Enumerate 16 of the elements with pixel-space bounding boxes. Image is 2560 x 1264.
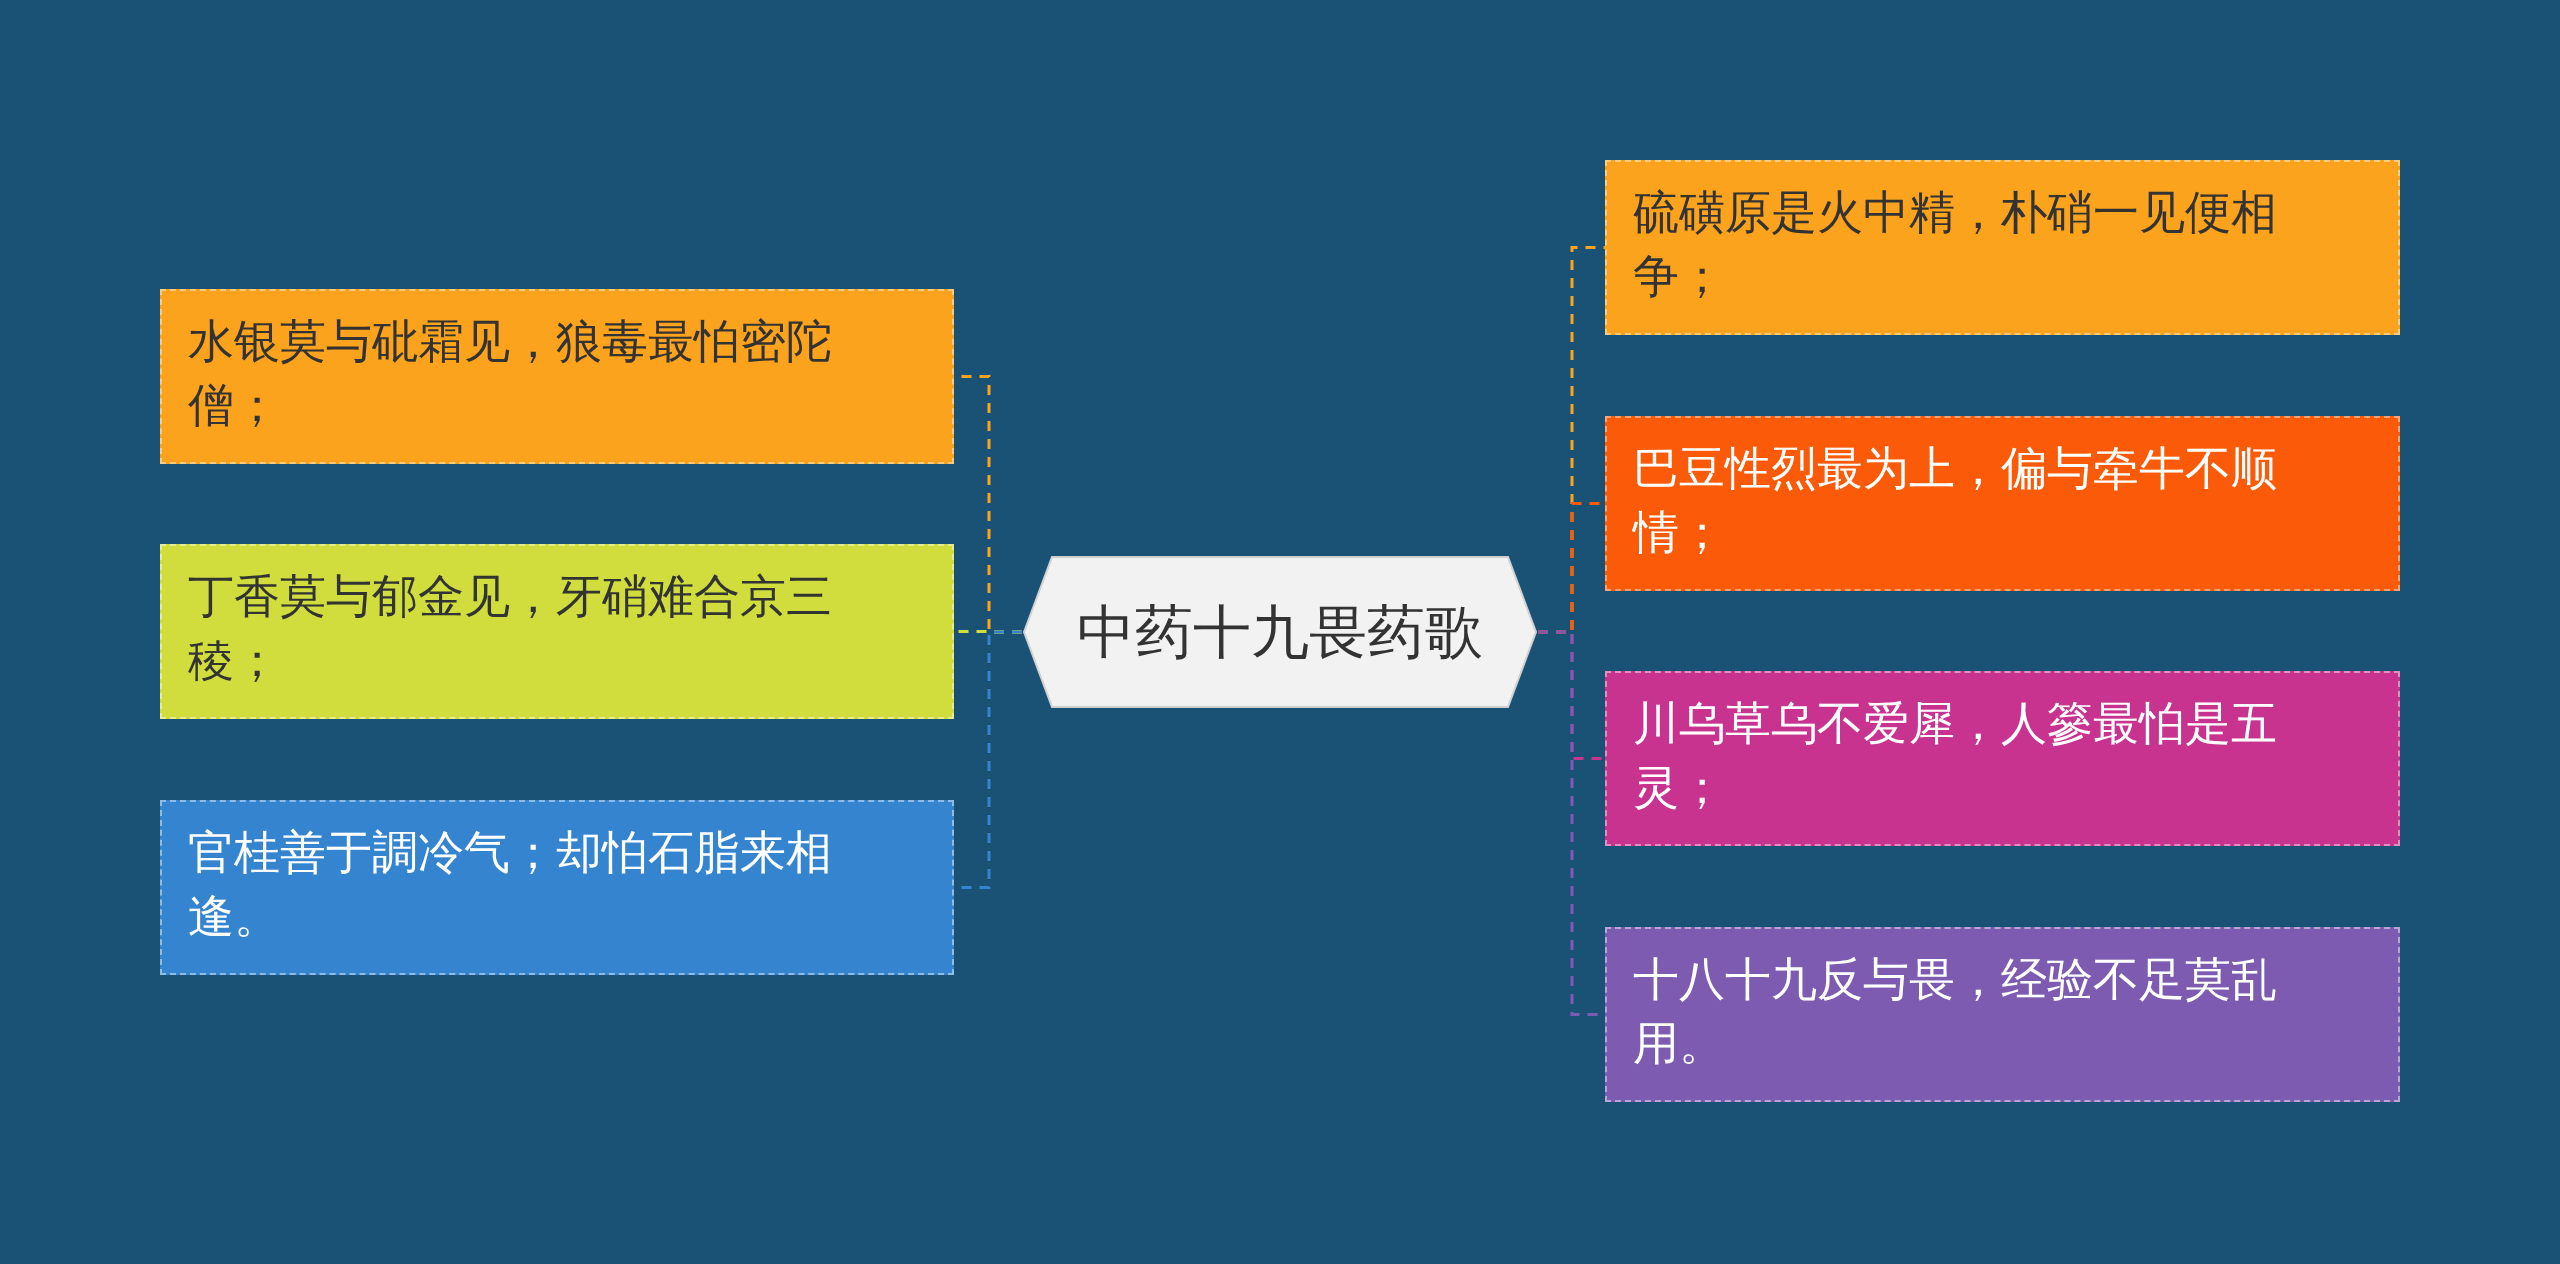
topic-text: 十八十九反与畏，经验不足莫乱用。	[1633, 951, 2278, 1072]
root-hexagon	[1022, 555, 1538, 709]
topic-text: 水银莫与砒霜见，狼毒最怕密陀僧；	[188, 313, 833, 434]
topic-text: 丁香莫与郁金见，牙硝难合京三稜；	[188, 568, 833, 689]
topic-box	[1605, 671, 2400, 846]
topic-box	[1605, 416, 2400, 591]
topic-text: 巴豆性烈最为上，偏与牵牛不顺情；	[1633, 440, 2278, 561]
topic-text: 硫磺原是火中精，朴硝一见便相争；	[1633, 184, 2278, 305]
topic-box	[160, 544, 954, 719]
topic-box	[160, 800, 954, 975]
topic-text: 川乌草乌不爱犀，人篸最怕是五灵；	[1633, 695, 2278, 816]
topic-box	[160, 289, 954, 464]
root-title: 中药十九畏药歌	[1076, 597, 1484, 667]
topic-text: 官桂善于調冷气；却怕石脂来相逢。	[188, 824, 833, 945]
topic-box	[1605, 160, 2400, 335]
topic-box	[1605, 927, 2400, 1102]
